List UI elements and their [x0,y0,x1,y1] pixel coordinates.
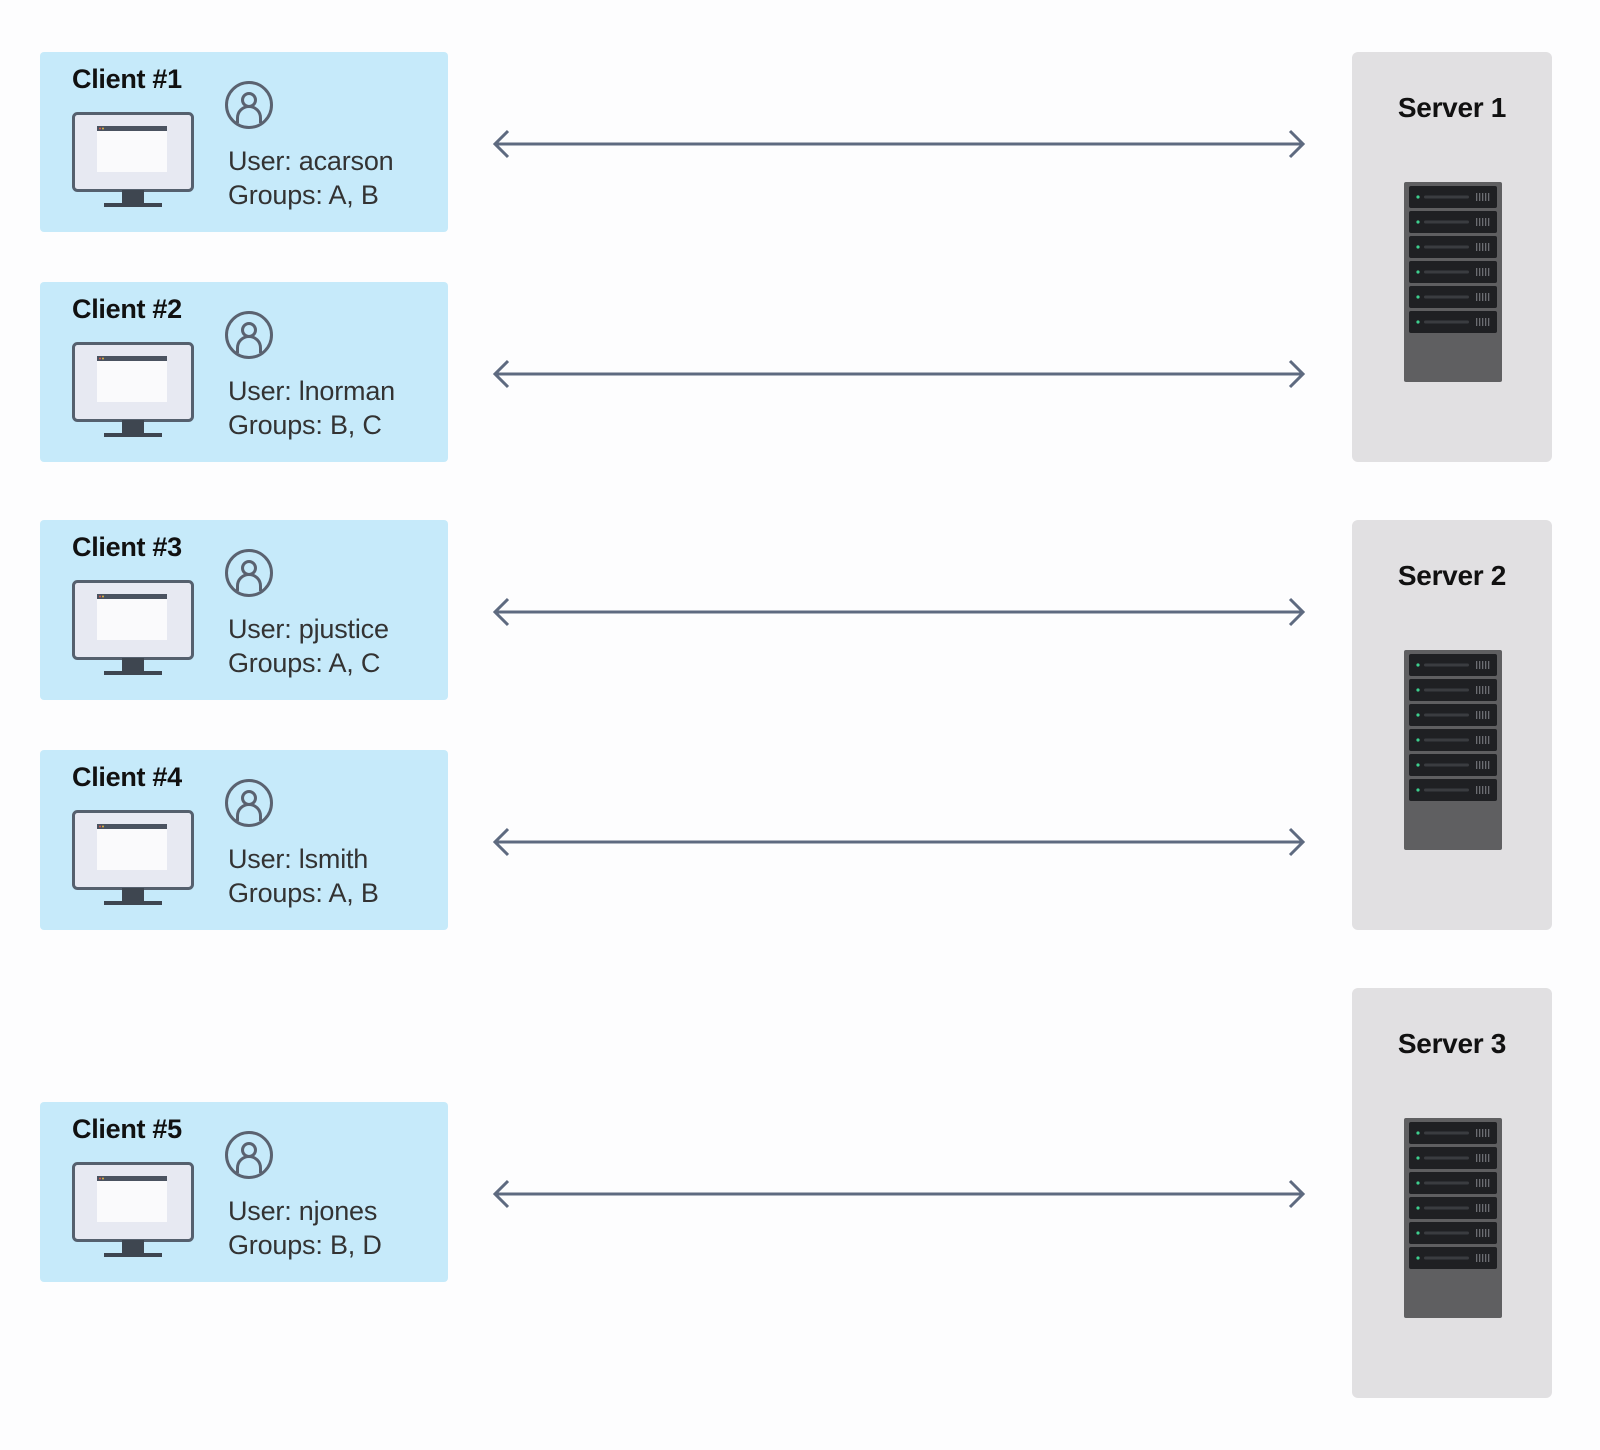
client-user: User: lsmith [228,844,369,874]
client-groups: Groups: A, B [228,180,379,210]
client-user: User: njones [228,1196,378,1226]
server-rack-icon [1404,1118,1502,1318]
user-circle-icon [225,311,273,359]
server-card-1: Server 1 [1352,52,1552,462]
client-groups: Groups: B, D [228,1230,382,1260]
monitor-icon [72,580,194,675]
client-title: Client #4 [72,762,182,792]
monitor-icon [72,1162,194,1257]
monitor-icon [72,112,194,207]
server-title: Server 1 [1397,92,1507,123]
client-title: Client #5 [72,1114,182,1144]
client-user: User: acarson [228,146,394,176]
server-card-2: Server 2 [1352,520,1552,930]
client-card-1: Client #1 User: acarson Groups: A, B [40,52,448,232]
client-groups: Groups: B, C [228,410,382,440]
client-user: User: lnorman [228,376,395,406]
bidirectional-arrow-icon [492,129,1306,159]
bidirectional-arrow-icon [492,827,1306,857]
client-card-3: Client #3 User: pjustice Groups: A, C [40,520,448,700]
monitor-icon [72,342,194,437]
server-title: Server 2 [1397,560,1507,591]
client-groups: Groups: A, B [228,878,379,908]
client-title: Client #3 [72,532,182,562]
user-circle-icon [225,549,273,597]
client-user: User: pjustice [228,614,389,644]
client-card-4: Client #4 User: lsmith Groups: A, B [40,750,448,930]
user-circle-icon [225,1131,273,1179]
bidirectional-arrow-icon [492,597,1306,627]
bidirectional-arrow-icon [492,1179,1306,1209]
server-rack-icon [1404,182,1502,382]
user-circle-icon [225,779,273,827]
client-title: Client #2 [72,294,182,324]
user-circle-icon [225,81,273,129]
server-title: Server 3 [1397,1028,1507,1059]
client-groups: Groups: A, C [228,648,381,678]
client-card-5: Client #5 User: njones Groups: B, D [40,1102,448,1282]
client-title: Client #1 [72,64,182,94]
bidirectional-arrow-icon [492,359,1306,389]
monitor-icon [72,810,194,905]
server-rack-icon [1404,650,1502,850]
client-card-2: Client #2 User: lnorman Groups: B, C [40,282,448,462]
server-card-3: Server 3 [1352,988,1552,1398]
